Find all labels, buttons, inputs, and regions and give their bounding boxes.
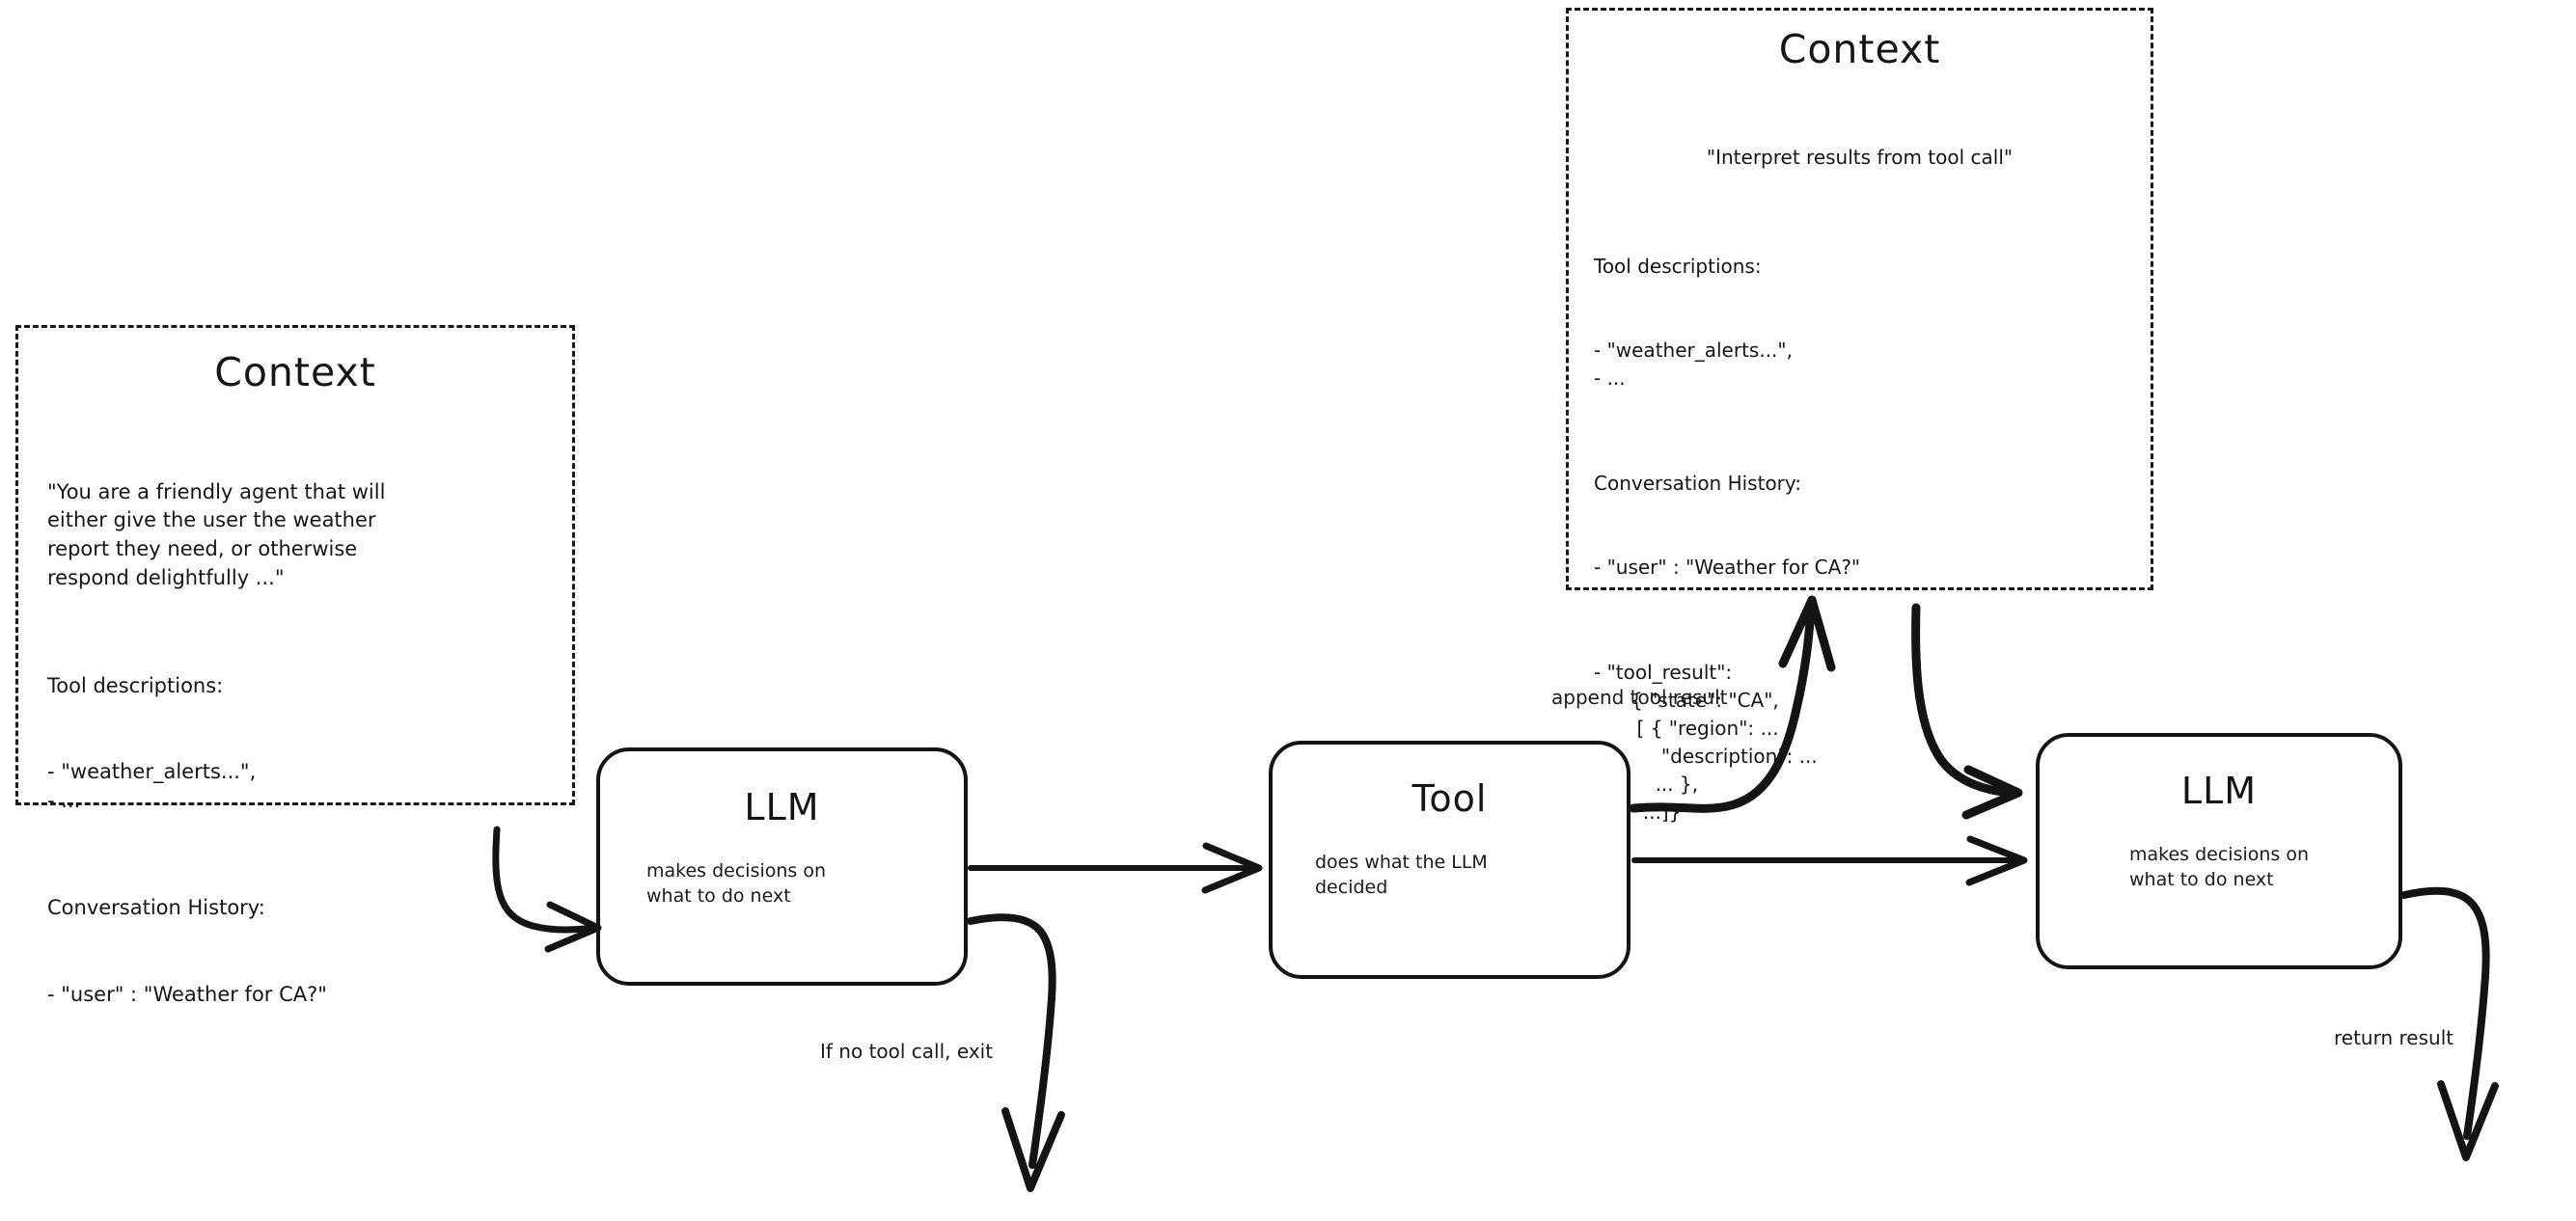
arrow-llm1-to-tool [968,842,1263,894]
context-left-tools-heading: Tool descriptions: [47,673,224,697]
context-left-conversation-heading: Conversation History: [47,896,265,920]
node-tool[interactable]: Tool does what the LLM decided [1269,741,1631,979]
context-right-system-prompt: "Interpret results from tool call" [1706,146,2014,169]
node-llm-1[interactable]: LLM makes decisions on what to do next [596,747,968,986]
edge-label-if-no-tool-call-exit: If no tool call, exit [820,1040,994,1063]
node-llm-2-subtitle: makes decisions on what to do next [2128,844,2310,890]
node-llm-2[interactable]: LLM makes decisions on what to do next [2036,733,2402,969]
context-right-title: Context [1778,26,1941,72]
context-left-body: "You are a friendly agent that will eith… [47,421,543,1067]
context-card-after-tool: Context "Interpret results from tool cal… [1566,8,2153,824]
context-right-tools-items: - "weather_alerts...", - ... [1594,339,1793,390]
node-llm-1-title: LLM [744,786,820,828]
node-tool-subtitle: does what the LLM decided [1315,852,1488,898]
context-right-conversation-heading: Conversation History: [1594,472,1802,495]
node-tool-title: Tool [1411,777,1488,820]
context-left-system-prompt: "You are a friendly agent that will eith… [47,479,386,590]
context-left-tools-items: - "weather_alerts...", - ... [47,759,257,812]
context-right-tools-heading: Tool descriptions: [1594,255,1762,278]
context-right-conversation-user: - "user" : "Weather for CA?" [1594,556,1861,579]
arrow-llm2-return [2400,886,2499,1161]
node-llm-2-title: LLM [2180,770,2258,812]
node-llm-1-subtitle: makes decisions on what to do next [646,860,827,907]
context-left-conversation-items: - "user" : "Weather for CA?" [47,982,327,1006]
context-card-initial: Context "You are a friendly agent that w… [15,325,575,1006]
edge-label-append-tool-result: append tool result [1551,686,1728,709]
context-left-title: Context [214,349,376,395]
edge-label-return-result: return result [2334,1026,2454,1049]
